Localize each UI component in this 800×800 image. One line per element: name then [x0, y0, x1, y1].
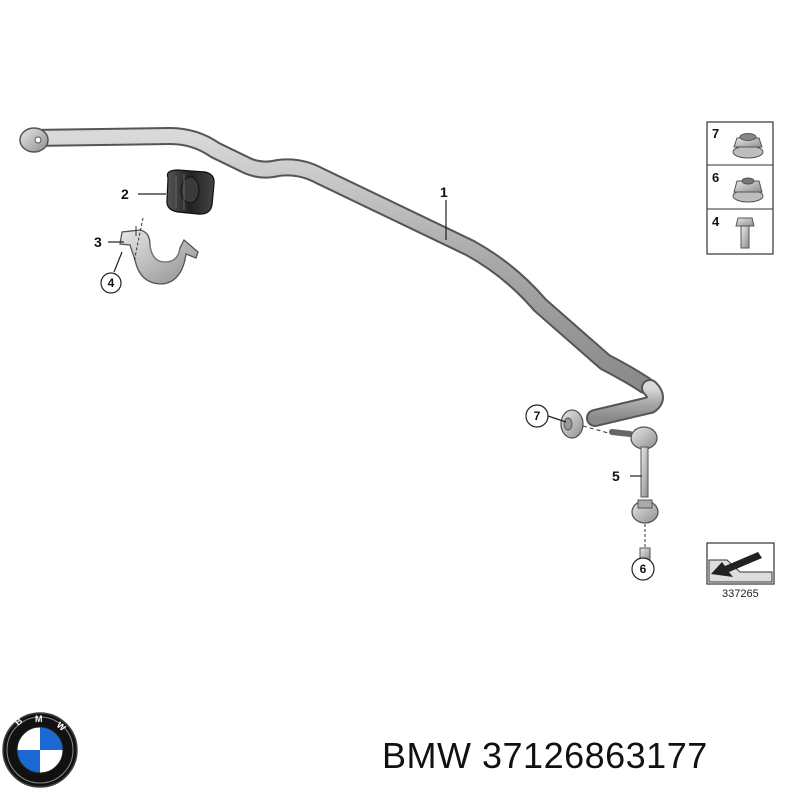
fastener-legend: 7 6 4	[706, 121, 774, 255]
svg-text:M: M	[35, 714, 43, 724]
part-number: 37126863177	[482, 735, 708, 776]
direction-arrow-icon	[711, 552, 762, 577]
svg-text:B: B	[13, 715, 25, 727]
circled-callout-7: 7	[525, 404, 549, 428]
leader-lines	[108, 193, 644, 566]
reference-code: 337265	[722, 588, 759, 600]
brand-name: BMW	[382, 735, 472, 776]
flange-lock-nut-icon	[732, 133, 764, 159]
bushing-bracket	[119, 226, 199, 285]
bolt-icon	[735, 217, 755, 249]
stabilizer-link	[609, 426, 659, 524]
bmw-logo: B M W	[2, 712, 78, 788]
lower-nut	[639, 524, 651, 561]
stabilizer-bar	[19, 127, 664, 427]
callout-5: 5	[612, 468, 620, 484]
hex-nut-icon	[732, 177, 764, 203]
bracket-bolt	[133, 217, 144, 263]
callout-2: 2	[121, 186, 129, 202]
circled-callout-4: 4	[100, 272, 122, 294]
legend-number-6: 6	[712, 170, 719, 185]
callout-4: 4	[108, 276, 115, 290]
view-direction-box	[706, 542, 775, 585]
circled-callout-6: 6	[631, 557, 655, 581]
legend-number-7: 7	[712, 126, 719, 141]
callout-6: 6	[640, 562, 647, 576]
legend-number-4: 4	[712, 214, 720, 229]
callout-1: 1	[440, 184, 448, 200]
rubber-bushing	[166, 169, 215, 215]
part-caption: BMW 37126863177	[382, 735, 792, 777]
callout-7: 7	[534, 409, 541, 423]
link-nut	[560, 409, 613, 439]
callout-3: 3	[94, 234, 102, 250]
